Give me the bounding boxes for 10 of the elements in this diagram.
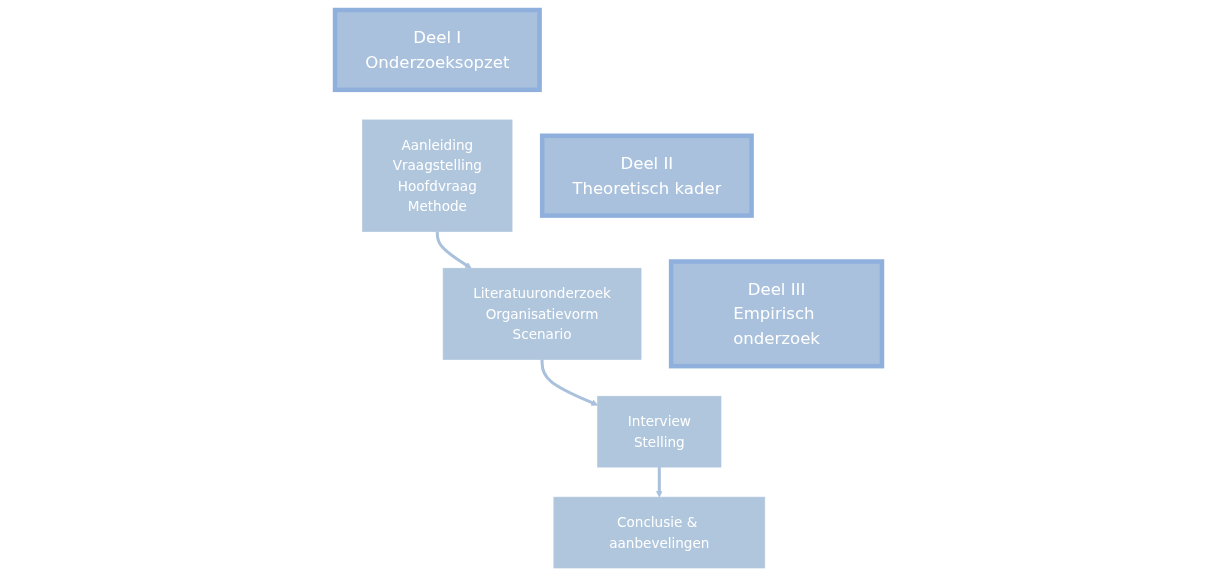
node-box: Deel III Empirisch onderzoek xyxy=(668,259,884,369)
node-box: Deel II Theoretisch kader xyxy=(539,133,754,218)
node-box: Literatuuronderzoek Organisatievorm Scenario xyxy=(442,267,641,360)
arrow xyxy=(655,467,663,498)
arrow xyxy=(435,231,472,269)
node-box: Interview Stelling xyxy=(596,395,721,468)
arrow xyxy=(540,359,598,406)
node-box: Conclusie & aanbevelingen xyxy=(553,496,765,569)
node-box: Deel I Onderzoeksopzet xyxy=(332,7,542,93)
node-box: Aanleiding Vraagstelling Hoofdvraag Methode xyxy=(361,119,512,232)
